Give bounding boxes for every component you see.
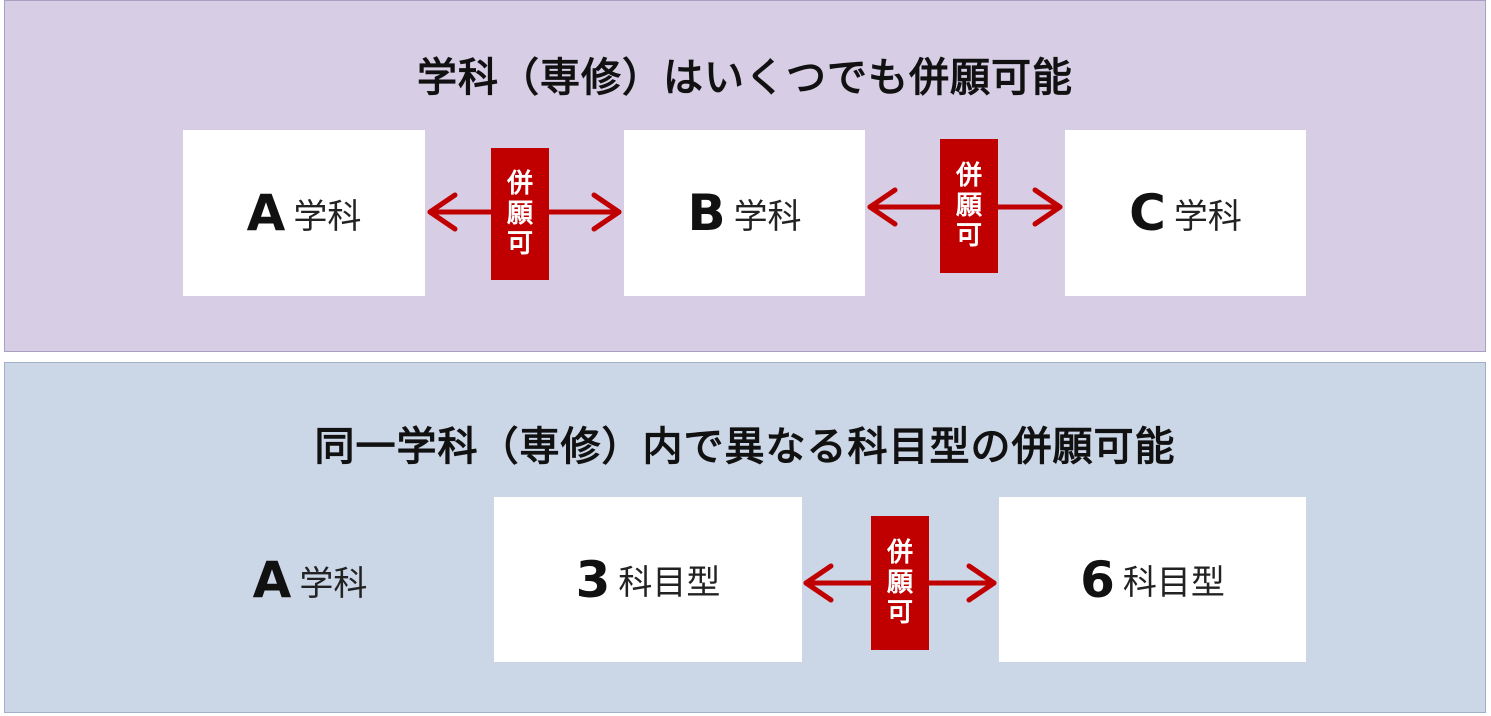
badge-char: 願 (506, 199, 533, 229)
department-suffix: 学科 (1173, 196, 1242, 237)
concurrent-application-badge: 併 願 可 (871, 516, 929, 650)
bottom-panel-title: 同一学科（専修）内で異なる科目型の併願可能 (314, 424, 1176, 470)
bottom-department-label: A 学科 (220, 545, 400, 615)
department-suffix: 学科 (293, 196, 362, 237)
department-box-b: B 学科 (624, 130, 865, 296)
concurrent-application-badge: 併 願 可 (940, 139, 998, 273)
department-letter: A (252, 551, 292, 609)
badge-char: 併 (506, 169, 533, 199)
department-suffix: 学科 (299, 563, 368, 604)
subject-type-suffix: 科目型 (1122, 563, 1225, 603)
badge-char: 可 (955, 221, 982, 251)
department-box-a: A 学科 (183, 130, 425, 296)
top-panel-title: 学科（専修）はいくつでも併願可能 (417, 55, 1073, 101)
concurrent-application-badge: 併 願 可 (491, 148, 549, 280)
subject-count: 3 (575, 550, 611, 609)
subject-type-box-6: 6 科目型 (999, 497, 1306, 662)
badge-char: 可 (886, 598, 913, 628)
badge-char: 併 (886, 538, 913, 568)
department-letter: C (1129, 184, 1166, 242)
department-suffix: 学科 (733, 196, 802, 237)
department-box-c: C 学科 (1065, 130, 1306, 296)
subject-type-suffix: 科目型 (618, 563, 721, 603)
department-letter: A (246, 184, 286, 242)
badge-char: 願 (955, 191, 982, 221)
badge-char: 可 (506, 229, 533, 259)
subject-count: 6 (1080, 550, 1115, 609)
badge-char: 願 (886, 568, 913, 598)
department-letter: B (687, 184, 726, 242)
subject-type-box-3: 3 科目型 (494, 497, 802, 662)
badge-char: 併 (955, 161, 982, 191)
